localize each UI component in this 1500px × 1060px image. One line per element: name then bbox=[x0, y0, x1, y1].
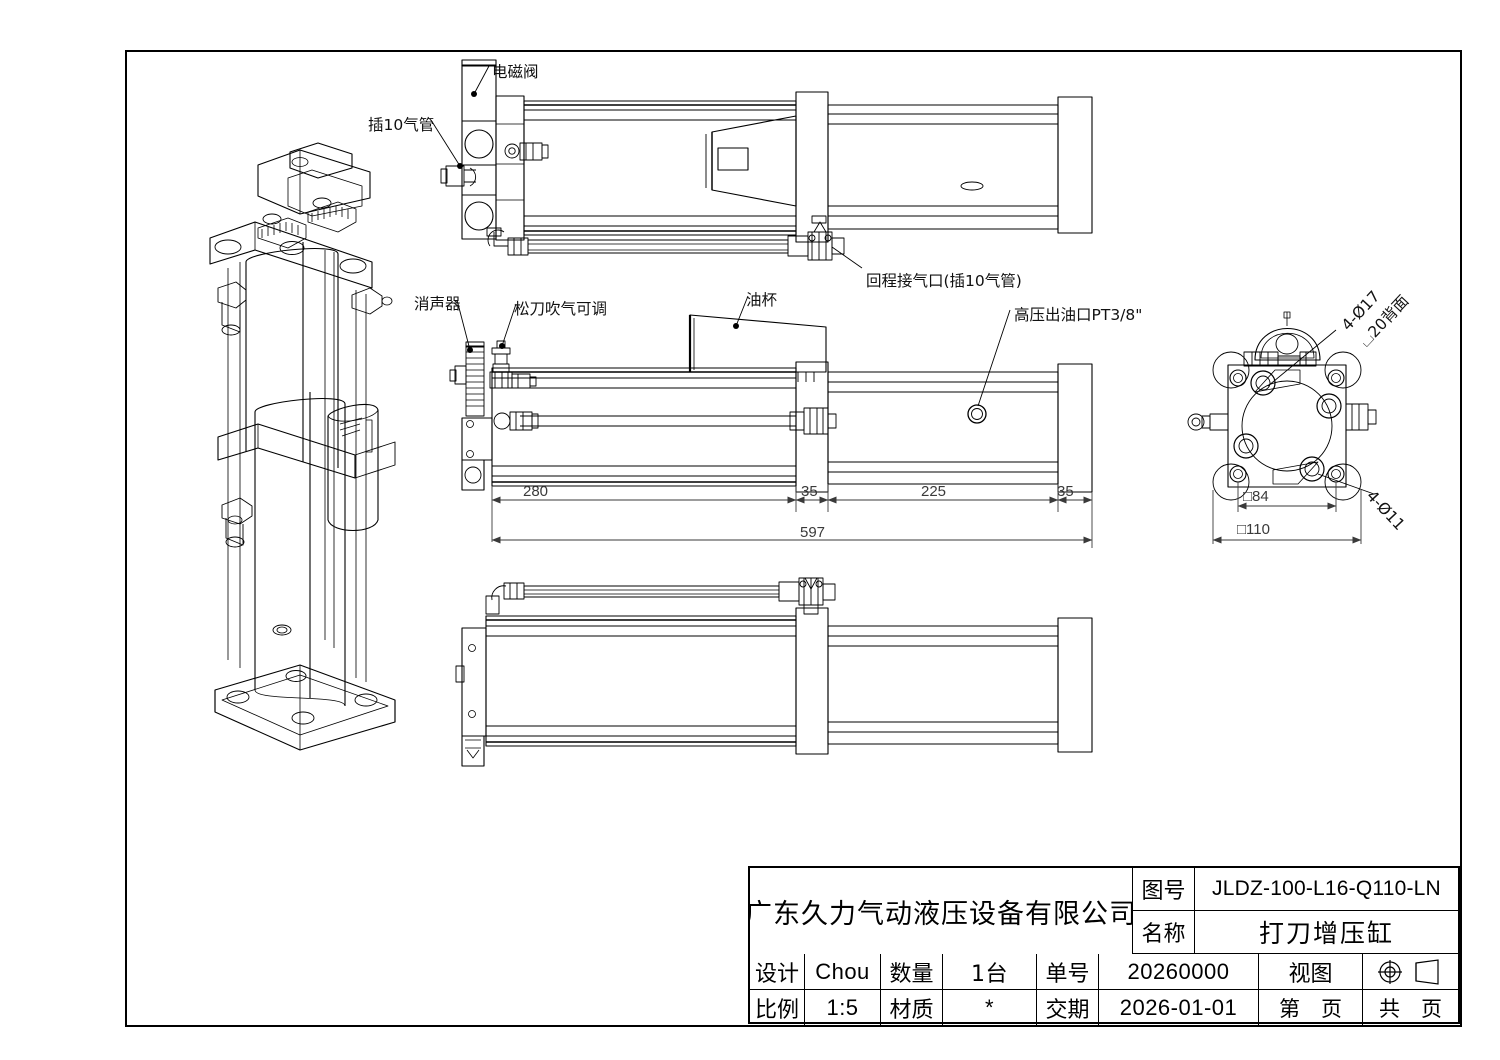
label-return-air-port: 回程接气口(插10气管) bbox=[866, 272, 1022, 290]
total-pages-cell: 共 页 bbox=[1363, 990, 1458, 1026]
first-angle-projection-icon bbox=[1377, 958, 1439, 985]
top-view bbox=[440, 59, 1093, 261]
dim-225: 225 bbox=[921, 483, 947, 500]
due-date-cell: 2026-01-01 bbox=[1099, 990, 1259, 1026]
projection-symbol-cell bbox=[1363, 954, 1458, 990]
qty-label: 数量 bbox=[889, 961, 934, 987]
qty-cell: 1台 bbox=[943, 954, 1037, 990]
material-value: * bbox=[984, 995, 995, 1020]
dim-110: □110 bbox=[1237, 521, 1270, 538]
due-label-cell: 交期 bbox=[1037, 990, 1099, 1026]
due-label: 交期 bbox=[1045, 998, 1090, 1023]
isometric-view bbox=[209, 142, 396, 751]
middle-section-view bbox=[449, 314, 1093, 493]
material-label-cell: 材质 bbox=[881, 990, 943, 1026]
qty-value: 1台 bbox=[971, 961, 1008, 987]
dim-35-b: 35 bbox=[1057, 483, 1074, 500]
company-cell: 广东久力气动液压设备有限公司 bbox=[750, 868, 1133, 954]
page-cell: 第 页 bbox=[1259, 990, 1363, 1026]
designer-cell: Chou bbox=[805, 954, 881, 990]
drawing-no-label-cell: 图号 bbox=[1133, 868, 1195, 911]
order-no-cell: 20260000 bbox=[1099, 954, 1259, 990]
drawing-frame bbox=[125, 50, 1462, 1027]
view-label: 视图 bbox=[1288, 961, 1333, 987]
material-label: 材质 bbox=[889, 998, 934, 1023]
end-view bbox=[1187, 311, 1377, 501]
leader-lines bbox=[430, 65, 1375, 495]
due-date-value: 2026-01-01 bbox=[1119, 995, 1238, 1020]
label-oil-cup: 油杯 bbox=[746, 291, 778, 309]
drawing-no-cell: JLDZ-100-L16-Q110-LN bbox=[1195, 868, 1458, 911]
design-label: 设计 bbox=[754, 961, 799, 987]
label-muffler: 消声器 bbox=[414, 295, 461, 313]
label-hp-oil-outlet: 高压出油口PT3/8" bbox=[1014, 306, 1143, 324]
scale-value: 1:5 bbox=[826, 995, 859, 1020]
company-name: 广东久力气动液压设备有限公司 bbox=[750, 898, 1133, 930]
drawing-no-label: 图号 bbox=[1141, 879, 1186, 904]
dim-280: 280 bbox=[523, 483, 549, 500]
order-label-cell: 单号 bbox=[1037, 954, 1099, 990]
name-label: 名称 bbox=[1141, 922, 1186, 947]
view-label-cell: 视图 bbox=[1259, 954, 1363, 990]
dimension-lines bbox=[491, 482, 1362, 548]
title-block: 广东久力气动液压设备有限公司 图号 JLDZ-100-L16-Q110-LN 名… bbox=[748, 866, 1460, 1026]
total-pages-label: 共 页 bbox=[1379, 997, 1442, 1021]
order-label: 单号 bbox=[1045, 961, 1090, 987]
bottom-view bbox=[455, 577, 1093, 767]
dim-35-a: 35 bbox=[801, 483, 818, 500]
design-label-cell: 设计 bbox=[750, 954, 805, 990]
order-no-value: 20260000 bbox=[1127, 958, 1230, 984]
name-label-cell: 名称 bbox=[1133, 911, 1195, 954]
page-label: 第 页 bbox=[1279, 997, 1342, 1021]
designer-value: Chou bbox=[815, 958, 870, 984]
scale-cell: 1:5 bbox=[805, 990, 881, 1026]
scale-label-cell: 比例 bbox=[750, 990, 805, 1026]
product-name: 打刀增压缸 bbox=[1258, 919, 1394, 948]
scale-label: 比例 bbox=[754, 998, 799, 1023]
drawing-no-value: JLDZ-100-L16-Q110-LN bbox=[1212, 877, 1441, 900]
dim-84: □84 bbox=[1243, 488, 1269, 505]
dim-597: 597 bbox=[800, 524, 826, 541]
material-cell: * bbox=[943, 990, 1037, 1026]
label-solenoid-valve: 电磁阀 bbox=[492, 63, 539, 81]
label-tool-release-blow: 松刀吹气可调 bbox=[514, 300, 608, 318]
qty-label-cell: 数量 bbox=[881, 954, 943, 990]
label-air-tube-10: 插10气管 bbox=[368, 116, 435, 134]
name-cell: 打刀增压缸 bbox=[1195, 911, 1458, 954]
